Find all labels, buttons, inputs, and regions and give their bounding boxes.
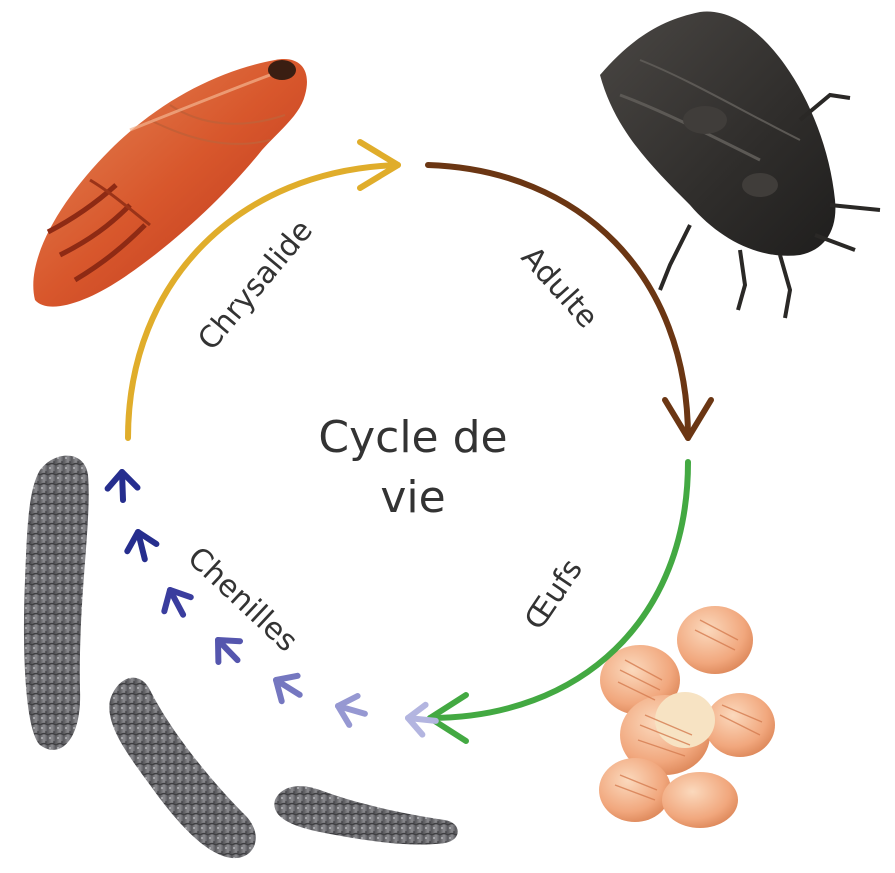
chenilles-shaft bbox=[122, 472, 123, 500]
center-title-line2: vie bbox=[380, 472, 445, 523]
adulte-label: Adulte bbox=[514, 240, 605, 335]
chenilles-shaft bbox=[408, 718, 436, 721]
oeufs-label: Œufs bbox=[518, 553, 590, 637]
center-title-line1: Cycle de bbox=[318, 412, 507, 463]
